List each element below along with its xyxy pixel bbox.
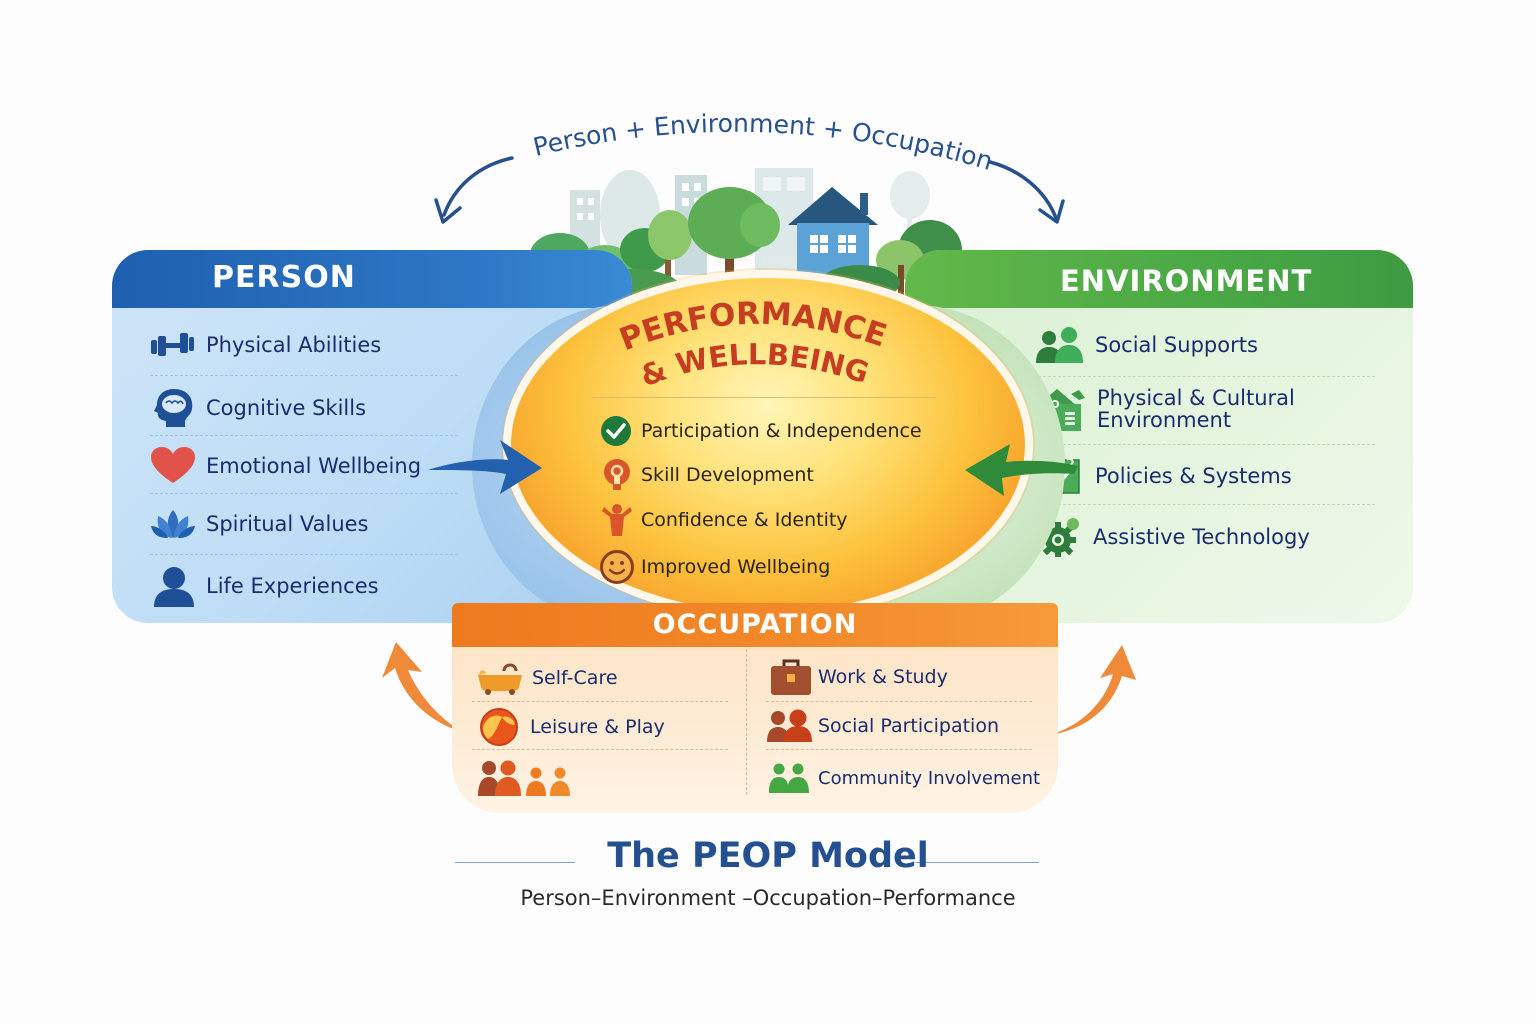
occupation-item-self-care: Self-Care xyxy=(476,661,618,695)
title-rule-right xyxy=(915,862,1039,863)
occupation-header: OCCUPATION xyxy=(452,603,1058,647)
bottom-right-orange-arrow xyxy=(1046,645,1136,736)
family-group-icon xyxy=(478,760,570,796)
performance-wellbeing-oval xyxy=(503,270,1033,620)
person-item-label: Spiritual Values xyxy=(206,511,369,536)
community-icon xyxy=(769,763,809,793)
bottom-left-orange-arrow xyxy=(382,642,462,732)
center-item-label: Confidence & Identity xyxy=(641,509,848,531)
divider xyxy=(1033,504,1375,505)
person-item-emotional-wellbeing: Emotional Wellbeing xyxy=(150,447,421,485)
occupation-item-family-group xyxy=(478,760,576,796)
divider xyxy=(150,493,458,494)
person-item-physical-abilities: Physical Abilities xyxy=(150,330,381,360)
bathtub-icon xyxy=(478,663,522,695)
person-item-label: Life Experiences xyxy=(206,573,379,598)
environment-header: ENVIRONMENT xyxy=(905,250,1413,308)
center-item-improved-wellbeing: Improved Wellbeing xyxy=(599,549,830,585)
brain-head-icon xyxy=(154,389,193,427)
center-item-label: Skill Development xyxy=(641,464,814,486)
label-line-2: Environment xyxy=(1097,408,1232,432)
divider xyxy=(472,701,728,702)
person-item-label: Cognitive Skills xyxy=(206,395,367,420)
center-item-participation: Participation & Independence xyxy=(600,415,922,447)
environment-item-physical-cultural: Physical & Cultural Environment xyxy=(1035,386,1295,432)
person-item-life-experiences: Life Experiences xyxy=(152,564,379,608)
occupation-item-community-involvement: Community Involvement xyxy=(768,763,1040,793)
check-circle-icon xyxy=(601,416,631,446)
heart-icon xyxy=(151,447,195,483)
divider xyxy=(150,554,458,555)
center-item-skill-development: Skill Development xyxy=(601,458,814,492)
smiley-icon xyxy=(600,550,634,584)
center-divider xyxy=(592,397,936,398)
occupation-column-divider xyxy=(746,649,747,795)
tagline-arc: Person + Environment + Occupation xyxy=(530,109,996,176)
environment-title: ENVIRONMENT xyxy=(1060,264,1313,298)
divider xyxy=(1033,444,1375,445)
divider xyxy=(766,749,1032,750)
occupation-panel: OCCUPATION Self-Care Leisure & Play xyxy=(452,603,1058,813)
environment-to-center-arrow xyxy=(965,444,1078,496)
divider xyxy=(150,435,458,436)
title-rule-left xyxy=(455,862,575,863)
two-people-icon xyxy=(767,709,812,742)
center-title: PERFORMANCE & WELLBEING xyxy=(615,296,891,394)
beach-ball-icon xyxy=(480,708,518,746)
dumbbell-icon xyxy=(151,333,194,356)
divider xyxy=(472,749,728,750)
occupation-item-leisure-play: Leisure & Play xyxy=(478,707,665,747)
center-item-label: Participation & Independence xyxy=(641,420,922,442)
person-item-cognitive-skills: Cognitive Skills xyxy=(152,387,366,429)
environment-item-label: Assistive Technology xyxy=(1093,524,1310,549)
person-title: PERSON xyxy=(212,260,356,295)
occupation-item-label: Work & Study xyxy=(818,666,948,688)
environment-item-assistive-technology: Assistive Technology xyxy=(1039,516,1310,558)
occupation-item-label: Self-Care xyxy=(532,667,618,689)
center-item-confidence: Confidence & Identity xyxy=(600,503,848,537)
environment-item-social-supports: Social Supports xyxy=(1035,326,1258,364)
model-subtitle: Person–Environment –Occupation–Performan… xyxy=(520,886,1016,910)
occupation-item-social-participation: Social Participation xyxy=(766,709,999,743)
label-line-1: Physical & Cultural xyxy=(1097,385,1295,410)
occupation-item-label: Community Involvement xyxy=(818,767,1041,789)
divider xyxy=(766,701,1032,702)
center-title-line-2: & WELLBEING xyxy=(636,337,873,393)
two-people-icon xyxy=(1036,327,1083,363)
lotus-icon xyxy=(151,510,195,538)
person-header: PERSON xyxy=(112,250,632,308)
divider xyxy=(1033,376,1375,377)
environment-item-label: Policies & Systems xyxy=(1095,463,1292,488)
occupation-title: OCCUPATION xyxy=(652,609,858,640)
person-item-label: Emotional Wellbeing xyxy=(206,453,422,478)
environment-item-label: Social Supports xyxy=(1095,332,1258,357)
occupation-item-label: Leisure & Play xyxy=(530,716,665,738)
occupation-item-label: Social Participation xyxy=(818,715,999,737)
occupation-item-work-study: Work & Study xyxy=(770,658,948,696)
lightbulb-icon xyxy=(604,459,630,490)
model-title: The PEOP Model xyxy=(607,836,929,876)
briefcase-icon xyxy=(771,659,811,695)
person-item-spiritual-values: Spiritual Values xyxy=(150,508,369,540)
person-to-center-arrow xyxy=(428,440,542,494)
cheering-person-icon xyxy=(602,504,632,536)
environment-item-label: Physical & Cultural Environment xyxy=(1097,387,1295,431)
person-icon xyxy=(154,567,194,607)
divider xyxy=(150,375,458,376)
center-item-label: Improved Wellbeing xyxy=(641,556,831,578)
person-item-label: Physical Abilities xyxy=(206,332,382,357)
house-icon xyxy=(788,187,878,275)
